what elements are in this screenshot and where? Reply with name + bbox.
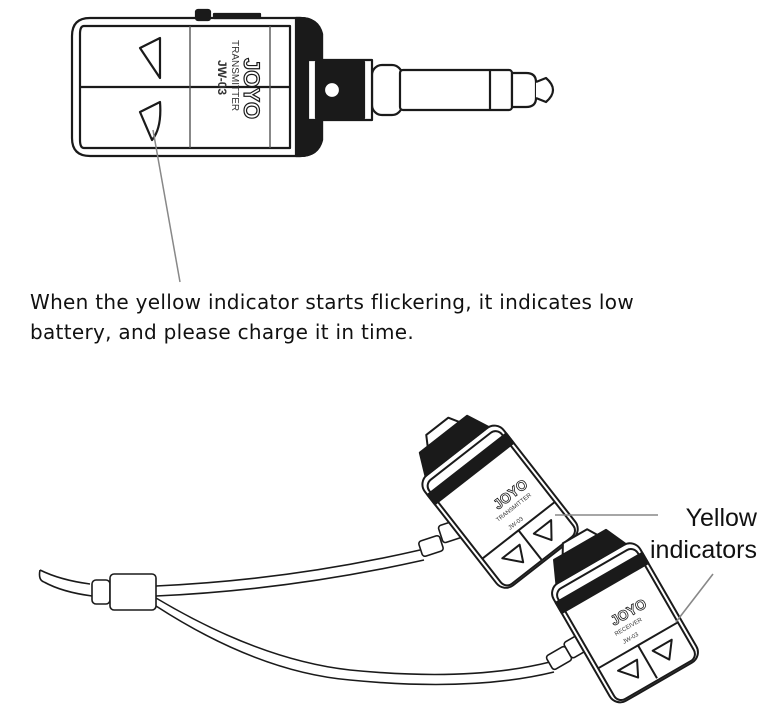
callout-label-line-2: indicators	[650, 536, 757, 564]
indicator-small-3	[617, 658, 640, 679]
indicator-top	[138, 36, 162, 80]
indicator-small-2	[532, 519, 553, 542]
caption-line-1: When the yellow indicator starts flicker…	[30, 290, 634, 314]
receiver-small	[551, 528, 699, 704]
model-text-large: JW-03	[215, 60, 229, 95]
indicator-small-4	[651, 638, 673, 661]
indicator-bottom	[138, 100, 162, 142]
transmitter-text-large: TRANSMITTER	[229, 40, 240, 111]
caption-line-2: battery, and please charge it in time.	[30, 320, 415, 344]
low-battery-caption: When the yellow indicator starts flicker…	[30, 287, 750, 347]
leader-line-lower	[675, 573, 714, 623]
transmitter-small	[418, 414, 579, 589]
leader-line-top	[152, 129, 181, 283]
transmitter-large	[70, 8, 555, 158]
brand-text-large: JOYO	[239, 58, 264, 119]
jack-plug	[370, 63, 555, 117]
indicator-small-1	[501, 543, 525, 564]
callout-label-line-1: Yellow	[685, 504, 757, 532]
